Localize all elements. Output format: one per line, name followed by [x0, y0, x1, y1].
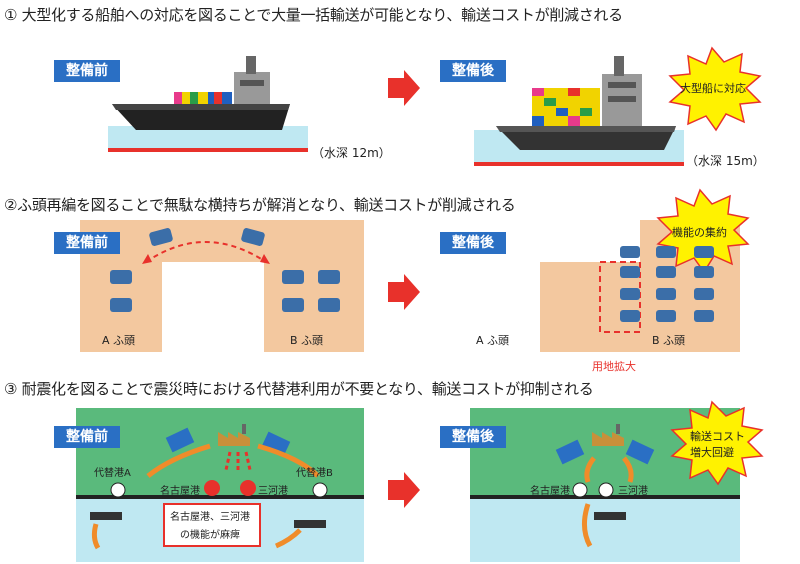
- wharf-a2-label: A ふ頭: [476, 334, 510, 347]
- ship-icon: [90, 512, 122, 520]
- car-icon: [656, 288, 676, 300]
- ship-before: [108, 56, 308, 152]
- badge-before-1: 整備前: [54, 60, 120, 82]
- mikawa2-label: 三河港: [618, 486, 648, 497]
- route-arrow: [91, 523, 101, 550]
- ship-icon: [294, 520, 326, 528]
- badge-after-2: 整備後: [440, 232, 506, 254]
- alt-port-b: 代替港B: [296, 468, 333, 479]
- burst-1-label: 大型船に対応: [680, 82, 746, 95]
- badge-before-2: 整備前: [54, 232, 120, 254]
- blocked-icon: [240, 480, 256, 496]
- car-icon: [694, 266, 714, 278]
- route-arrow: [274, 528, 302, 549]
- anchor-icon: [312, 482, 328, 498]
- route-arrow: [257, 443, 320, 478]
- paralysis-line1: 名古屋港、三河港: [170, 512, 250, 523]
- ship-icon: [594, 512, 626, 520]
- arrow-right-3: [388, 472, 420, 508]
- truck-icon: [165, 427, 195, 453]
- depth-after: （水深 15m）: [686, 154, 765, 168]
- car-icon: [694, 288, 714, 300]
- truck-icon: [261, 431, 291, 457]
- wharf-a-label: A ふ頭: [102, 334, 136, 347]
- anchor-icon: [110, 482, 126, 498]
- car-icon: [318, 298, 340, 312]
- paralysis-line2: の機能が麻痺: [180, 530, 240, 541]
- factory-icon: [218, 424, 250, 446]
- expansion-label: 用地拡大: [592, 360, 636, 373]
- depth-before: （水深 12m）: [312, 146, 391, 160]
- burst-3-line2: 増大回避: [690, 446, 734, 459]
- route-arrow: [622, 456, 634, 483]
- car-icon: [282, 298, 304, 312]
- car-icon: [620, 310, 640, 322]
- burst-3-line1: 輸送コスト: [690, 430, 745, 443]
- factory-icon-2: [592, 424, 624, 446]
- car-icon: [110, 298, 132, 312]
- anchor-icon: [598, 482, 614, 498]
- badge-after-3: 整備後: [440, 426, 506, 448]
- car-icon: [110, 270, 132, 284]
- car-icon: [656, 246, 676, 258]
- burst-3: [670, 400, 764, 486]
- burst-2-label: 機能の集約: [672, 226, 727, 239]
- blocked-route: [224, 451, 252, 471]
- blocked-icon: [204, 480, 220, 496]
- section3-title: ③ 耐震化を図ることで震災時における代替港利用が不要となり、輸送コストが抑制され…: [4, 380, 594, 398]
- car-icon: [149, 228, 173, 246]
- arrow-right-1: [388, 70, 420, 106]
- transfer-arrow: [145, 241, 267, 263]
- car-icon: [694, 246, 714, 258]
- nagoya-label: 名古屋港: [160, 486, 200, 497]
- route-arrow: [146, 443, 211, 478]
- route-arrow: [582, 503, 593, 548]
- wharf-b-label: B ふ頭: [290, 334, 324, 347]
- badge-after-1: 整備後: [440, 60, 506, 82]
- car-icon: [694, 310, 714, 322]
- car-icon: [620, 288, 640, 300]
- car-icon: [318, 270, 340, 284]
- section1-title: ① 大型化する船舶への対応を図ることで大量一括輸送が可能となり、輸送コストが削減…: [4, 6, 623, 24]
- truck-icon: [555, 439, 585, 465]
- car-icon: [656, 310, 676, 322]
- paralysis-box: [163, 503, 261, 547]
- car-icon: [620, 266, 640, 278]
- route-arrow: [584, 456, 596, 483]
- alt-port-a: 代替港A: [94, 468, 131, 479]
- nagoya2-label: 名古屋港: [530, 486, 570, 497]
- car-icon: [282, 270, 304, 284]
- car-icon: [656, 266, 676, 278]
- car-icon: [241, 228, 265, 246]
- burst-1: [668, 46, 762, 132]
- ship-after: [474, 56, 684, 166]
- section2-title: ②ふ頭再編を図ることで無駄な横持ちが解消となり、輸送コストが削減される: [4, 196, 516, 214]
- land-before: [80, 220, 364, 352]
- truck-icon: [625, 439, 655, 465]
- badge-before-3: 整備前: [54, 426, 120, 448]
- mikawa-label: 三河港: [258, 486, 288, 497]
- arrow-right-2: [388, 274, 420, 310]
- anchor-icon: [572, 482, 588, 498]
- car-icon: [620, 246, 640, 258]
- wharf-b2-label: B ふ頭: [652, 334, 686, 347]
